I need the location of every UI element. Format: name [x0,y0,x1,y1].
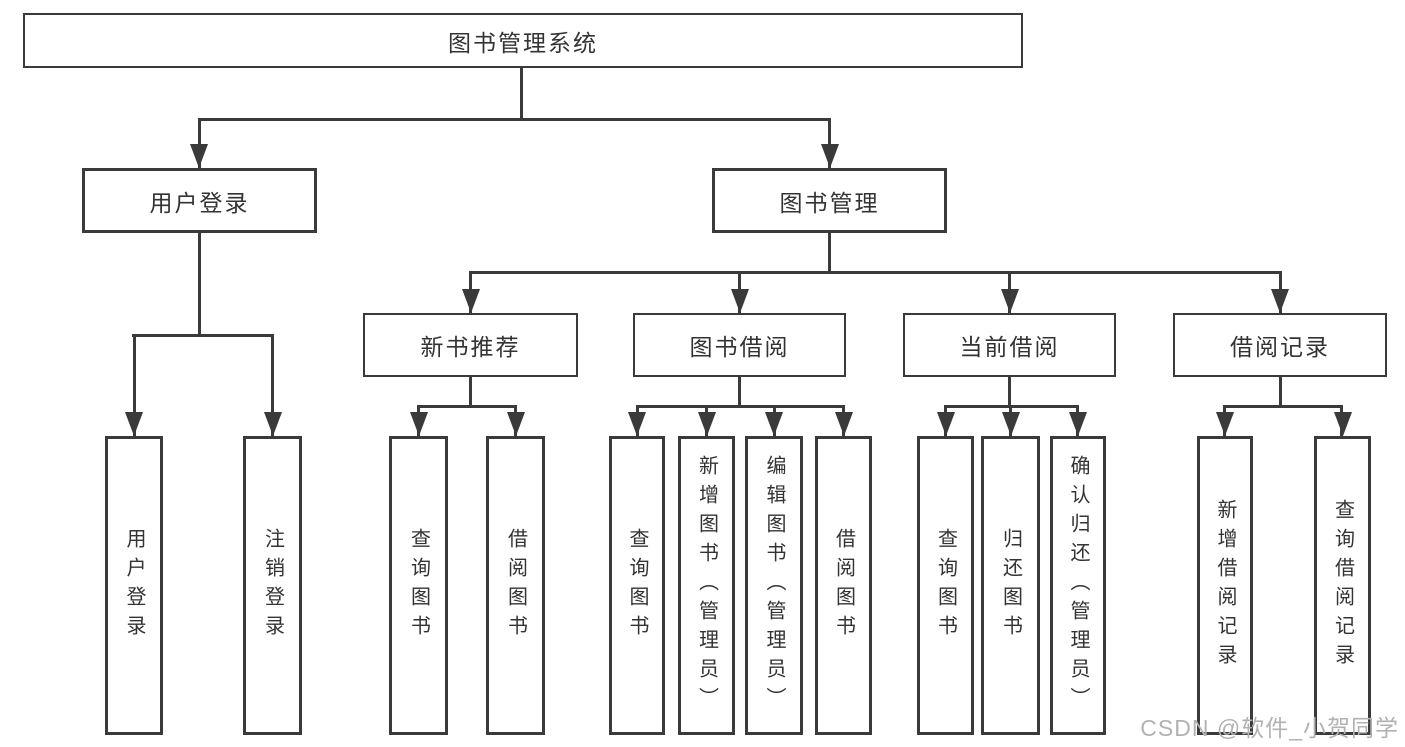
arrowhead-icon [190,144,208,168]
node-label: 用户登录 [149,189,250,216]
arrowhead-icon [264,412,282,436]
arrowhead-icon [765,412,783,436]
node-borrowing-records: 借阅记录 [1173,313,1387,377]
node-current-borrowing: 当前借阅 [903,313,1116,377]
node-label: 借阅图书 [832,527,855,644]
node-leaf-confirm-return-admin: 确认归还（管理员） [1050,436,1106,735]
node-label: 借阅记录 [1230,334,1330,360]
connector-line [271,334,274,436]
arrowhead-icon [835,412,853,436]
connector-line [198,233,201,337]
node-label: 查询图书 [407,527,430,644]
arrowhead-icon [462,289,480,313]
node-label: 借阅图书 [504,527,527,644]
node-label: 注销登录 [261,527,284,644]
node-label: 新书推荐 [420,334,521,360]
node-label: 查询借阅记录 [1331,498,1354,673]
arrowhead-icon [628,412,646,436]
node-book-management-branch: 图书管理 [712,168,947,233]
connector-line [828,118,831,168]
node-label: 查询图书 [934,527,957,644]
node-leaf-query-books-recommend: 查询图书 [389,436,448,735]
arrowhead-icon [125,412,143,436]
connector-line [1279,377,1282,408]
node-label: 确认归还（管理员） [1067,455,1089,716]
arrowhead-icon [731,289,749,313]
connector-line [132,334,273,337]
node-label: 查询图书 [626,527,648,644]
connector-line [636,405,844,408]
node-label: 归还图书 [999,527,1022,644]
connector-line [198,118,831,121]
arrowhead-icon [1216,412,1234,436]
node-leaf-add-books-admin: 新增图书（管理员） [678,436,735,735]
node-user-login-branch: 用户登录 [82,168,317,233]
arrowhead-icon [507,412,525,436]
node-leaf-add-borrow-record: 新增借阅记录 [1197,436,1253,735]
arrowhead-icon [821,144,839,168]
node-label: 图书管理 [779,189,880,216]
node-leaf-borrow-books: 借阅图书 [815,436,872,735]
connector-line [738,377,741,408]
node-leaf-logout: 注销登录 [243,436,302,735]
node-leaf-query-borrow-record: 查询借阅记录 [1314,436,1371,735]
node-leaf-edit-books-admin: 编辑图书（管理员） [745,436,803,735]
node-label: 新增图书（管理员） [695,455,718,716]
connector-line [828,233,831,274]
connector-line [469,271,1281,274]
connector-line [417,405,516,408]
node-label: 当前借阅 [959,334,1060,360]
node-leaf-user-login: 用户登录 [105,436,163,735]
connector-line [520,68,523,121]
connector-line [198,118,201,168]
node-label: 新增借阅记录 [1214,498,1236,673]
node-book-borrowing: 图书借阅 [633,313,846,377]
connector-line [469,377,472,408]
node-new-book-recommendation: 新书推荐 [363,313,578,377]
node-label: 图书管理系统 [448,29,598,56]
arrowhead-icon [937,412,955,436]
arrowhead-icon [1002,412,1020,436]
arrowhead-icon [1334,412,1352,436]
arrowhead-icon [1271,289,1289,313]
node-label: 用户登录 [123,527,145,644]
node-leaf-query-books-current: 查询图书 [917,436,974,735]
node-label: 编辑图书（管理员） [763,455,785,716]
arrowhead-icon [698,412,716,436]
node-leaf-borrow-books-recommend: 借阅图书 [486,436,545,735]
node-label: 图书借阅 [689,334,790,360]
arrowhead-icon [1069,412,1087,436]
connector-line [1223,405,1342,408]
connector-line [133,334,136,436]
arrowhead-icon [1001,289,1019,313]
node-leaf-query-books-borrowing: 查询图书 [609,436,665,735]
node-leaf-return-books: 归还图书 [981,436,1040,735]
csdn-watermark: CSDN @软件_小贺同学 [1140,715,1399,741]
connector-line [1008,377,1011,408]
arrowhead-icon [410,412,428,436]
node-library-management-system: 图书管理系统 [23,13,1023,68]
